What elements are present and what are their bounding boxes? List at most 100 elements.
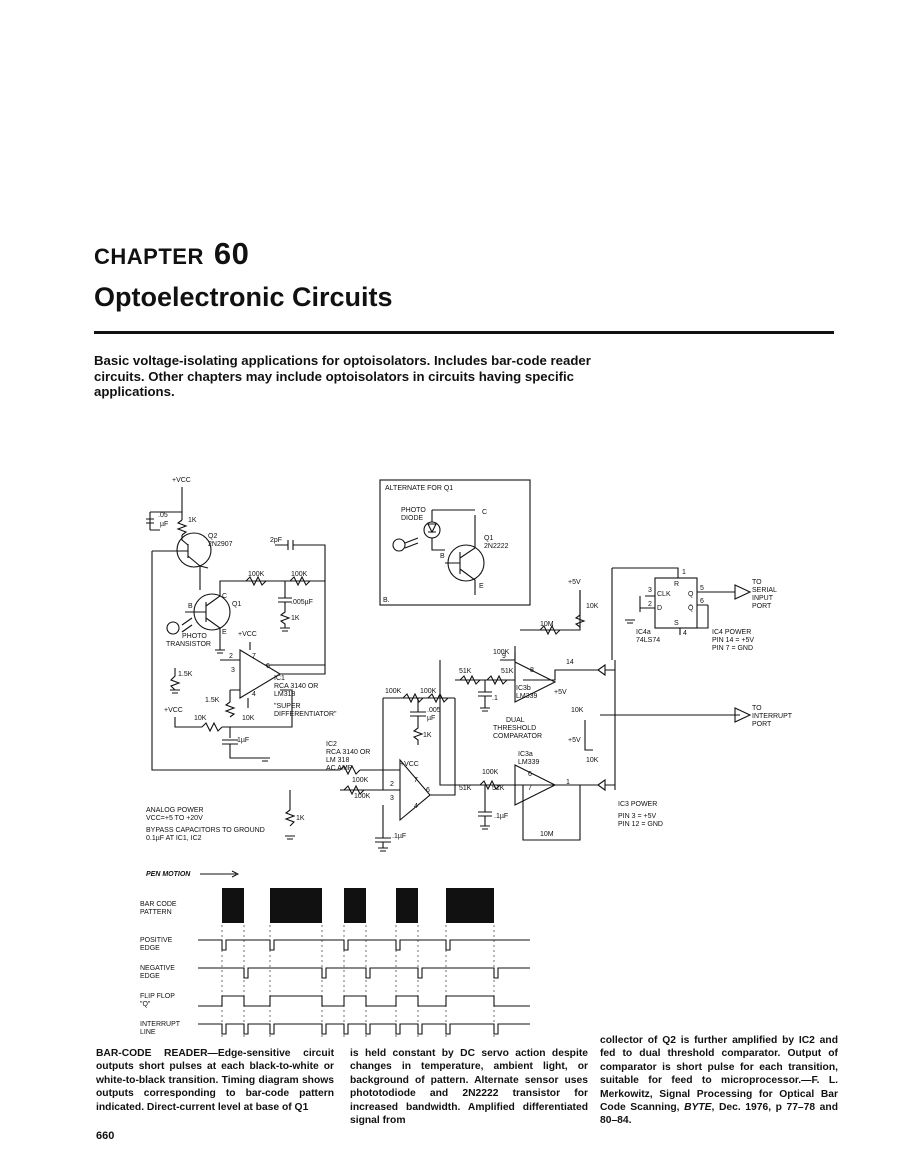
svg-text:100K: 100K <box>385 688 402 695</box>
waveforms <box>198 939 530 1035</box>
svg-text:100K: 100K <box>291 571 308 578</box>
svg-text:TO: TO <box>752 705 762 712</box>
svg-text:SERIAL: SERIAL <box>752 587 777 594</box>
svg-text:AC AMP: AC AMP <box>326 765 353 772</box>
svg-text:51K: 51K <box>459 668 472 675</box>
svg-text:"Q": "Q" <box>140 1001 151 1008</box>
svg-text:2N2222: 2N2222 <box>484 543 509 550</box>
svg-text:IC3 POWER: IC3 POWER <box>618 801 657 808</box>
svg-text:2N2907: 2N2907 <box>208 541 233 548</box>
svg-text:IC3a: IC3a <box>518 751 533 758</box>
svg-text:6: 6 <box>426 787 430 794</box>
svg-text:B: B <box>188 603 193 610</box>
svg-text:INPUT: INPUT <box>752 595 774 602</box>
svg-text:DUAL: DUAL <box>506 717 525 724</box>
svg-text:Q1: Q1 <box>232 601 241 608</box>
svg-text:+VCC: +VCC <box>164 707 183 714</box>
svg-text:PIN 12 = GND: PIN 12 = GND <box>618 821 663 828</box>
svg-text:B: B <box>440 553 445 560</box>
svg-text:Q2: Q2 <box>208 533 217 540</box>
svg-text:Q: Q <box>688 591 694 598</box>
svg-text:8: 8 <box>530 667 534 674</box>
svg-text:+5V: +5V <box>568 737 581 744</box>
svg-text:100K: 100K <box>420 688 437 695</box>
svg-text:PHOTO: PHOTO <box>401 507 426 514</box>
svg-text:100K: 100K <box>354 793 371 800</box>
svg-text:+VCC: +VCC <box>238 631 257 638</box>
svg-text:µF: µF <box>427 715 435 722</box>
svg-text:3: 3 <box>648 587 652 594</box>
svg-text:3: 3 <box>231 667 235 674</box>
svg-text:1: 1 <box>682 569 686 576</box>
svg-text:C: C <box>222 593 227 600</box>
bar-code-reader-schematic: +VCC .05 µF 1K Q2 2N2907 2pF 100K 100K .… <box>140 477 793 1040</box>
svg-text:DIODE: DIODE <box>401 515 424 522</box>
svg-text:1.5K: 1.5K <box>205 697 220 704</box>
svg-text:7: 7 <box>252 653 256 660</box>
svg-text:THRESHOLD: THRESHOLD <box>493 725 536 732</box>
svg-text:9: 9 <box>502 653 506 660</box>
svg-text:100K: 100K <box>493 649 510 656</box>
timing-diagram: PEN MOTION BAR CODE PATTERN POSITIVE EDG… <box>140 870 530 1040</box>
svg-text:100K: 100K <box>352 777 369 784</box>
svg-text:IC4a: IC4a <box>636 629 651 636</box>
svg-text:5: 5 <box>700 585 704 592</box>
svg-text:C: C <box>482 509 487 516</box>
svg-text:74LS74: 74LS74 <box>636 637 660 644</box>
svg-text:1µF: 1µF <box>237 737 249 744</box>
svg-text:6: 6 <box>266 663 270 670</box>
svg-text:100K: 100K <box>248 571 265 578</box>
svg-text:R: R <box>674 581 679 588</box>
svg-text:10M: 10M <box>540 621 554 628</box>
bar <box>446 888 494 923</box>
svg-text:µF: µF <box>160 521 168 528</box>
svg-text:ANALOG POWER: ANALOG POWER <box>146 807 204 814</box>
svg-text:POSITIVE: POSITIVE <box>140 937 173 944</box>
svg-text:TO: TO <box>752 579 762 586</box>
svg-text:+VCC: +VCC <box>400 761 419 768</box>
svg-text:1K: 1K <box>423 732 432 739</box>
negative-edge-wave <box>198 967 530 979</box>
bar-code-pattern <box>222 888 494 923</box>
svg-text:14: 14 <box>566 659 574 666</box>
svg-text:0.1µF AT IC1, IC2: 0.1µF AT IC1, IC2 <box>146 835 202 842</box>
svg-text:4: 4 <box>252 691 256 698</box>
svg-text:6: 6 <box>700 598 704 605</box>
flip-flop-q-wave <box>198 995 530 1007</box>
svg-text:LINE: LINE <box>140 1029 156 1036</box>
svg-text:10K: 10K <box>586 603 599 610</box>
svg-text:D: D <box>657 605 662 612</box>
svg-text:+5V: +5V <box>568 579 581 586</box>
svg-text:1K: 1K <box>291 615 300 622</box>
svg-text:ALTERNATE FOR Q1: ALTERNATE FOR Q1 <box>385 485 453 492</box>
svg-text:LM 318: LM 318 <box>326 757 349 764</box>
svg-text:RCA 3140 OR: RCA 3140 OR <box>274 683 318 690</box>
svg-text:IC3b: IC3b <box>516 685 531 692</box>
svg-text:CLK: CLK <box>657 591 671 598</box>
svg-text:Q1: Q1 <box>484 535 493 542</box>
chapter-intro: Basic voltage-isolating applications for… <box>94 353 591 399</box>
bar <box>344 888 366 923</box>
svg-text:B.: B. <box>383 597 390 604</box>
caption-column-1: BAR-CODE READER—Edge-sensitive circuit o… <box>96 1048 334 1113</box>
svg-text:1K: 1K <box>188 517 197 524</box>
svg-text:PORT: PORT <box>752 721 772 728</box>
ground-symbols <box>170 619 635 852</box>
svg-text:2pF: 2pF <box>270 537 282 544</box>
svg-text:51K: 51K <box>501 668 514 675</box>
svg-text:PIN 14 = +5V: PIN 14 = +5V <box>712 637 754 644</box>
svg-text:PHOTO: PHOTO <box>182 633 207 640</box>
svg-text:IC1: IC1 <box>274 675 285 682</box>
svg-text:Q̄: Q̄ <box>688 604 694 612</box>
svg-text:3: 3 <box>390 795 394 802</box>
svg-text:7: 7 <box>414 777 418 784</box>
svg-text:PIN 3 = +5V: PIN 3 = +5V <box>618 813 656 820</box>
bar <box>396 888 418 923</box>
svg-text:51K: 51K <box>459 785 472 792</box>
svg-text:DIFFERENTIATOR": DIFFERENTIATOR" <box>274 711 337 718</box>
svg-text:EDGE: EDGE <box>140 973 160 980</box>
svg-text:2: 2 <box>390 781 394 788</box>
svg-text:10K: 10K <box>242 715 255 722</box>
svg-text:51K: 51K <box>492 785 505 792</box>
title-rule <box>94 331 834 334</box>
